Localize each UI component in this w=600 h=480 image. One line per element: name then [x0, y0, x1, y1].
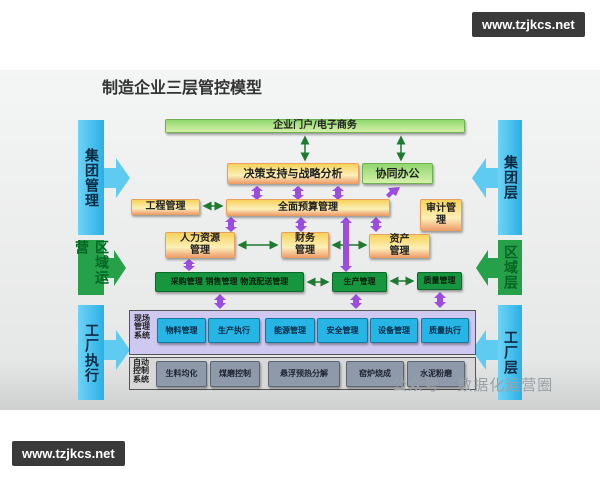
site-mgmt-label: 现场管理系统 — [134, 313, 150, 340]
right-label-group-layer: 集团层 — [498, 120, 522, 235]
hr-box: 人力资源管理 — [165, 232, 235, 258]
supply-sales-logistics-box: 采购管理 销售管理 物流配送管理 — [155, 272, 304, 292]
site-item: 安全管理 — [317, 318, 368, 343]
finance-box: 财务管理 — [281, 232, 329, 258]
watermark-account: 公众号 · 数据化运营圈 — [392, 376, 554, 394]
auto-ctrl-label: 自动控制系统 — [133, 357, 149, 384]
site-item: 质量执行 — [421, 318, 469, 343]
site-item: 生产执行 — [208, 318, 260, 343]
auto-item: 煤磨控制 — [210, 361, 260, 387]
quality-mgmt-box: 质量管理 — [417, 272, 462, 290]
watermark-top: www.tzjkcs.net — [472, 12, 585, 37]
auto-item: 悬浮预热分解 — [268, 361, 340, 387]
portal-box: 企业门户/电子商务 — [165, 119, 465, 133]
decision-support-box: 决策支持与战略分析 — [227, 163, 359, 184]
budget-box: 全面预算管理 — [226, 199, 390, 216]
watermark-bottom: www.tzjkcs.net — [12, 441, 125, 466]
auto-item: 窑炉烧成 — [346, 361, 404, 387]
assets-box: 资产管理 — [369, 234, 430, 258]
left-label-group-mgmt: 集团管理 — [78, 120, 104, 235]
left-label-region-ops: 区域运营 — [73, 240, 109, 295]
left-label-factory-exec: 工厂执行 — [78, 305, 104, 400]
production-mgmt-box: 生产管理 — [332, 272, 387, 292]
side-arrows — [104, 158, 498, 370]
diagram-title: 制造企业三层管控模型 — [102, 78, 263, 97]
audit-box: 审计管理 — [420, 199, 462, 231]
auto-item: 生料均化 — [156, 361, 207, 387]
engineering-box: 工程管理 — [131, 199, 200, 215]
auto-item: 水泥粉磨 — [407, 361, 465, 387]
right-label-region-layer: 区域层 — [498, 240, 522, 295]
purple-arrows — [183, 186, 446, 309]
site-item: 物料管理 — [157, 318, 206, 343]
site-item: 能源管理 — [265, 318, 315, 343]
collab-office-box: 协同办公 — [362, 163, 433, 184]
site-item: 设备管理 — [370, 318, 418, 343]
right-label-factory-layer: 工厂层 — [498, 305, 522, 400]
